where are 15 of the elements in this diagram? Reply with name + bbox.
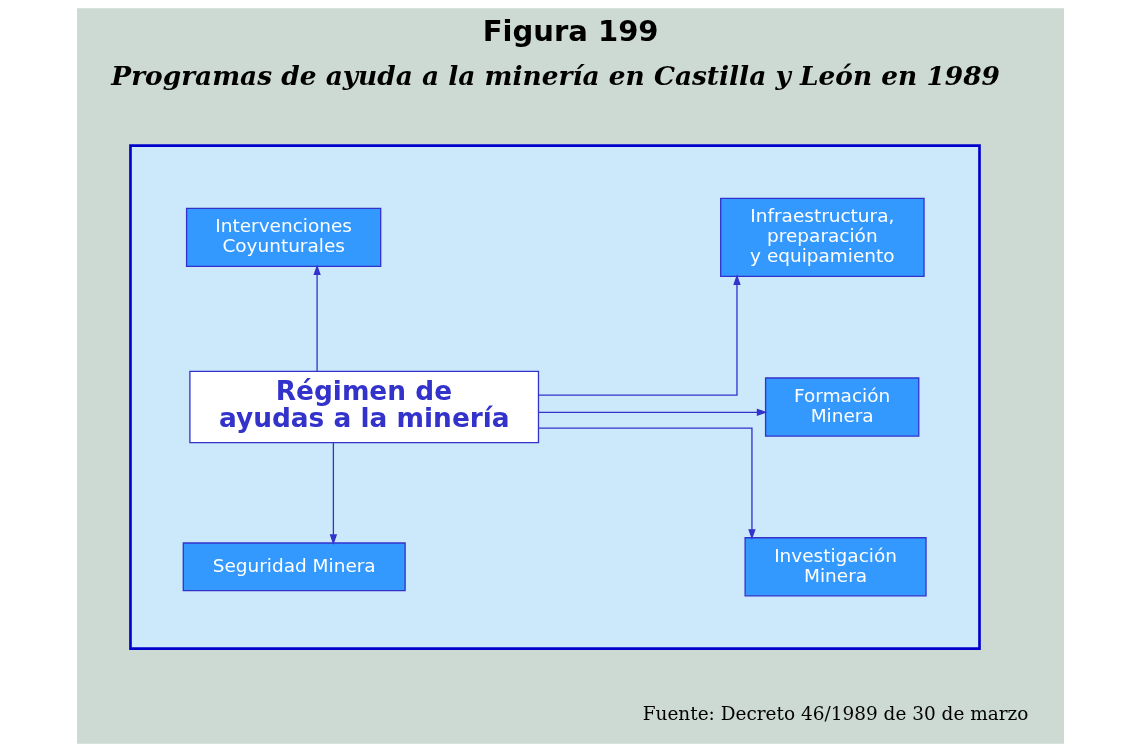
arrow xyxy=(537,408,767,416)
label: Programas de ayuda a la minería en Castilla y León en 1989 xyxy=(110,59,1000,91)
node-box: Régimen de ayudas a la minería xyxy=(188,370,539,444)
caption: Fuente: Decreto 46/1989 de 30 de marzo xyxy=(642,702,1028,724)
diagram-title: Figura 199 xyxy=(482,13,659,48)
node-box: Seguridad Minera xyxy=(182,542,406,592)
arrow xyxy=(537,427,756,540)
node-box: Investigación Minera xyxy=(743,537,927,597)
cluster xyxy=(128,144,981,650)
node-box: Infraestructura, preparación y equipamiento xyxy=(719,197,925,277)
arrow xyxy=(537,274,741,396)
arrow xyxy=(329,442,337,545)
node-box: Intervenciones Coyunturales xyxy=(185,207,381,268)
node-box: Formación Minera xyxy=(764,377,919,437)
arrow xyxy=(312,264,321,372)
